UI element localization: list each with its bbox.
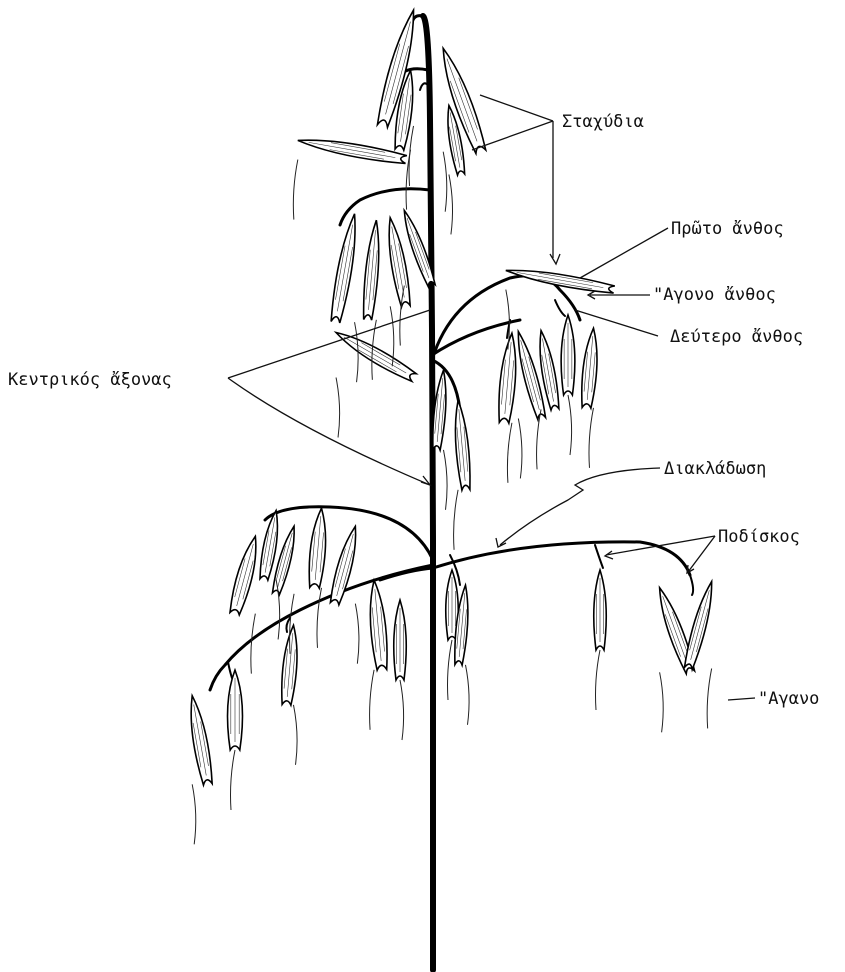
- awn-line: [518, 418, 522, 478]
- awn-line: [251, 614, 256, 674]
- spikelet: [185, 694, 214, 785]
- awn-line: [400, 680, 404, 740]
- awn-line: [507, 423, 512, 483]
- spikelet: [436, 46, 489, 155]
- awn-line: [465, 665, 469, 725]
- awn-line: [355, 322, 359, 382]
- awn-line: [231, 750, 236, 810]
- awn-line: [317, 588, 322, 648]
- awn-line: [589, 408, 594, 468]
- awn-line: [355, 604, 359, 664]
- spikelet: [228, 670, 243, 750]
- awn-line: [293, 705, 297, 765]
- spikelet: [329, 213, 362, 324]
- label-pedicel: Ποδίσκος: [718, 527, 800, 547]
- awn-line: [406, 150, 411, 210]
- awn-line: [596, 650, 601, 710]
- spikelet: [307, 507, 329, 588]
- awn-line: [443, 152, 447, 212]
- awn-line: [293, 160, 298, 220]
- spikelet: [594, 570, 607, 650]
- awn-line: [660, 672, 664, 732]
- label-second-flower: Δεύτερο ἄνθος: [670, 327, 803, 347]
- spikelet: [452, 400, 472, 491]
- awn-line: [336, 378, 340, 438]
- spikelet: [361, 220, 382, 321]
- pedicels: [228, 83, 693, 678]
- spikelet: [297, 134, 407, 165]
- label-awn: "Αγανο: [758, 689, 819, 709]
- awn-line: [449, 174, 453, 234]
- central-stem: [423, 16, 433, 970]
- spikelet: [394, 600, 407, 680]
- awn-line: [448, 640, 453, 700]
- spikelet: [367, 580, 390, 671]
- label-spikelets: Σταχύδια: [562, 112, 644, 132]
- spikelet: [328, 525, 362, 606]
- label-sterile-flower: "Αγονο ἄνθος: [653, 285, 776, 305]
- spikelet: [580, 328, 601, 409]
- awn-line: [454, 490, 459, 550]
- spikelet: [682, 580, 717, 670]
- spikelet: [561, 315, 575, 395]
- spikelet: [227, 534, 262, 615]
- label-branching: Διακλάδωση: [664, 459, 766, 479]
- leader-lines: [228, 95, 755, 700]
- awn-line: [568, 395, 572, 455]
- awn-line: [707, 668, 712, 728]
- awn-line: [443, 450, 447, 510]
- label-central-axis: Κεντρικός ἄξονας: [8, 370, 172, 390]
- awn-line: [370, 670, 375, 730]
- spikelet: [333, 327, 418, 384]
- label-first-flower: Πρῶτο ἄνθος: [671, 219, 784, 239]
- awn-line: [192, 784, 196, 844]
- awn-line: [506, 290, 510, 350]
- awns-group: [192, 126, 711, 844]
